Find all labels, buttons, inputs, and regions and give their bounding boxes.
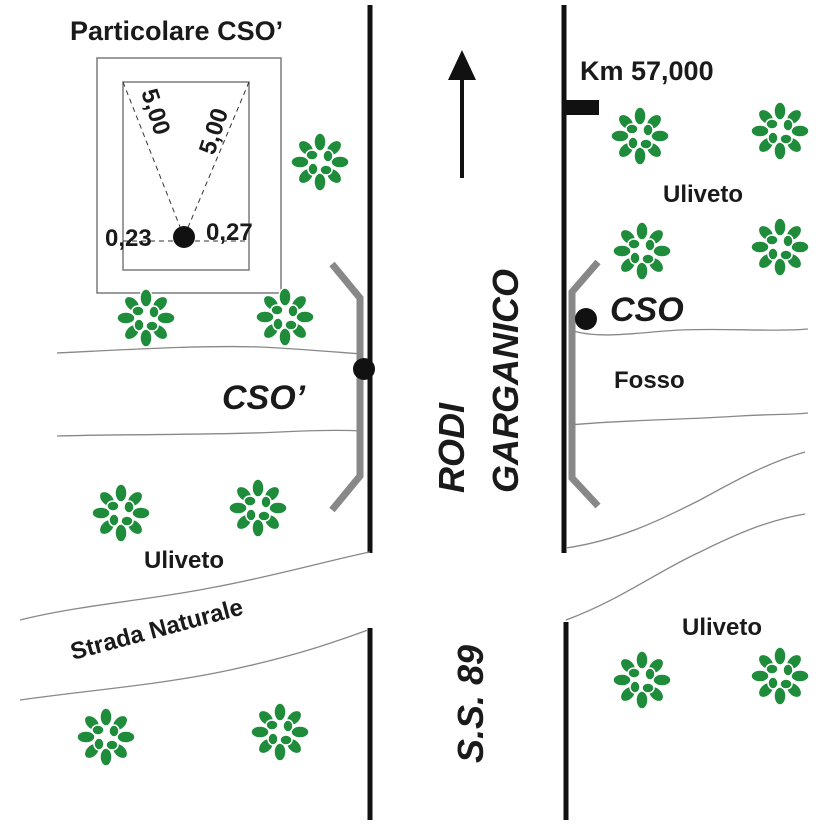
olive-tree-icon [76,707,136,767]
detail-outer-frame [96,57,282,294]
olive-tree-icon [250,702,310,762]
cso-points: CSO CSO’ [222,291,684,417]
north-arrow-icon [448,50,476,178]
km-marker: Km 57,000 [562,56,714,115]
detail-dist-right: 5,00 [194,105,234,158]
road-name-line1: RODI [431,402,472,493]
olive-tree-icon [612,221,672,281]
guardrails [329,259,601,513]
strada-label: Strada Naturale [68,594,246,666]
uliveto-w-label: Uliveto [144,547,224,574]
guardrail-west [329,261,364,513]
terrain-line-east-3 [565,451,806,549]
road-labels: RODI GARGANICO S.S. 89 [431,269,526,763]
cso-prime-point [353,358,375,380]
detail-point [173,226,195,248]
detail-offset-right: 0,27 [206,219,253,246]
strada-edge-lower [19,629,369,701]
olive-tree-icon [255,287,315,347]
road-name-line2: GARGANICO [485,269,526,493]
terrain-line-west-2 [56,429,363,437]
olive-tree-icon [91,483,151,543]
detail-dist-left: 5,00 [135,86,175,139]
uliveto-ne-label: Uliveto [663,181,743,208]
terrain-lines [19,328,809,701]
detail-inset: Particolare CSO’ 5,00 5,00 0,23 0,27 [70,16,283,294]
cso-prime-label: CSO’ [222,379,306,417]
olive-tree-icon [610,106,670,166]
road-edges [367,5,569,820]
olive-tree-icon [612,650,672,710]
olive-tree-icon [750,646,810,706]
fosso-edge-lower [569,412,809,426]
detail-dash-left [122,81,185,238]
olive-tree-icon [116,288,176,348]
uliveto-se-label: Uliveto [682,614,762,641]
road-code: S.S. 89 [450,645,491,763]
terrain-line-west-1 [56,345,363,355]
km-marker-flag [562,100,599,115]
terrain-line-east-4 [565,513,806,621]
fosso-edge-upper [569,328,809,336]
fosso-label: Fosso [614,367,685,394]
strada-edge-upper [19,551,371,621]
cso-point [575,308,597,330]
guardrail-east [568,259,601,509]
cso-label: CSO [610,291,684,329]
olive-tree-icon [228,478,288,538]
olive-tree-icon [750,101,810,161]
detail-title: Particolare CSO’ [70,16,283,46]
km-label: Km 57,000 [580,56,714,86]
olive-tree-icon [750,217,810,277]
detail-dash-right [183,81,250,238]
olive-tree-icon [290,132,350,192]
detail-offset-left: 0,23 [105,225,152,252]
detail-inner-frame [122,81,250,271]
